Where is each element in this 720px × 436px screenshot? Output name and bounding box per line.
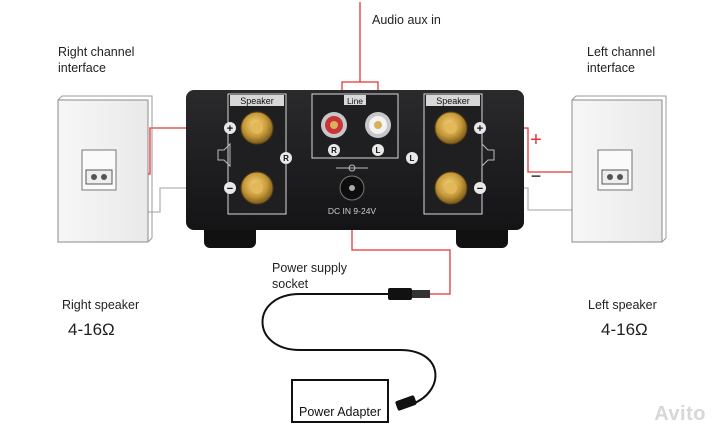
left-impedance: 4-16Ω bbox=[601, 320, 648, 339]
speaker-label-right: Speaker bbox=[240, 96, 274, 106]
speaker-label-left: Speaker bbox=[436, 96, 470, 106]
plus-mark: + bbox=[477, 123, 483, 135]
power-supply-socket-label: Power supply socket bbox=[272, 261, 348, 291]
power-adapter-box bbox=[291, 379, 389, 423]
l-mark: L bbox=[376, 146, 381, 155]
plus-mark: + bbox=[227, 123, 233, 135]
right-plus-terminal bbox=[240, 111, 274, 145]
line-label: Line bbox=[347, 96, 363, 106]
polarity-minus: − bbox=[531, 166, 542, 186]
rca-left-jack bbox=[365, 112, 391, 138]
right-speaker-label: Right speaker bbox=[62, 298, 140, 312]
r-mark: R bbox=[283, 154, 289, 163]
adapter-plug-icon bbox=[395, 395, 417, 411]
avito-watermark: Avito bbox=[654, 403, 706, 425]
power-adapter-label: Power Adapter bbox=[299, 405, 381, 419]
right-channel-interface-label: Right channel interface bbox=[58, 45, 135, 75]
left-speaker-label: Left speaker bbox=[588, 298, 657, 312]
minus-mark: − bbox=[227, 183, 233, 195]
right-impedance: 4-16Ω bbox=[68, 320, 115, 339]
l-mark: L bbox=[410, 154, 415, 163]
r-mark: R bbox=[331, 146, 337, 155]
polarity-plus: + bbox=[530, 129, 542, 151]
left-plus-terminal bbox=[434, 111, 468, 145]
left-channel-interface-label: Left channel interface bbox=[587, 45, 656, 75]
minus-mark: − bbox=[477, 183, 483, 195]
dc-plug-icon bbox=[388, 288, 430, 300]
left-speaker-cabinet bbox=[571, 95, 667, 243]
left-minus-terminal bbox=[434, 171, 468, 205]
dc-power-jack bbox=[339, 175, 365, 201]
power-wire bbox=[351, 196, 451, 295]
right-speaker-cabinet bbox=[57, 95, 153, 243]
rca-right-jack bbox=[321, 112, 347, 138]
dc-in-label: DC IN 9-24V bbox=[328, 206, 377, 216]
power-cable bbox=[261, 293, 437, 405]
audio-aux-in-label: Audio aux in bbox=[372, 13, 441, 27]
amplifier-back-panel bbox=[186, 90, 524, 248]
right-minus-terminal bbox=[240, 171, 274, 205]
